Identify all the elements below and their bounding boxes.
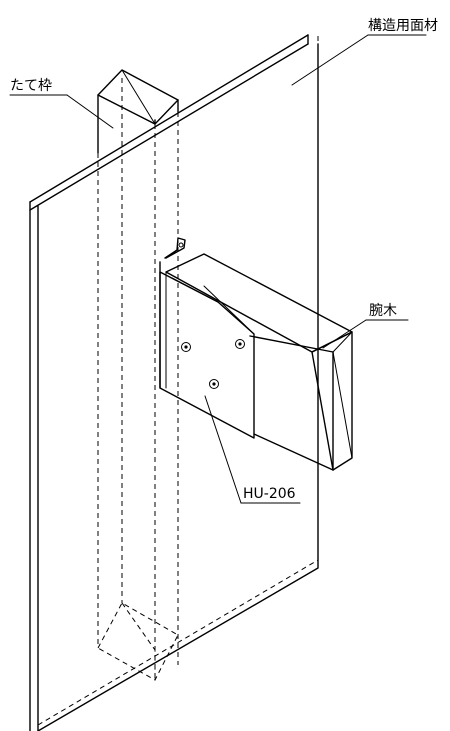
frame-top-diagonal [121,69,156,125]
crossarm-end-top [332,331,353,353]
frame-top-mid [97,94,156,125]
crossarm-end-diag [332,351,353,459]
leader-lines [9,34,427,504]
leader-hardware [204,395,242,504]
frame-bottom-hidden [97,602,179,681]
leader-crossarm [322,319,367,349]
hanger-top-seam-2 [203,285,255,335]
leader-frame [66,94,114,129]
hanger-hole [178,242,184,248]
crossarm-assembly [159,237,353,471]
frame-bottom-diag-hidden [121,602,156,680]
structural-panel [29,34,319,731]
panel-top-thickness [29,43,309,211]
hanger-tab [164,237,186,259]
label-hardware: HU-206 [243,486,296,502]
panel-hidden-bottom [37,559,319,726]
vertical-frame [97,69,179,681]
hanger-top-seam [171,277,219,303]
leader-panel [291,34,369,86]
crossarm-front-top [249,335,334,353]
nail-1 [181,342,191,352]
panel-top-edge [29,34,309,203]
hanger-side-plate [159,271,255,439]
label-vertical-frame: たて枠 [10,78,52,94]
nail-3 [209,379,219,389]
label-crossarm: 腕木 [369,303,397,319]
nail-2 [235,339,245,349]
label-structural-panel: 構造用面材 [368,18,438,34]
crossarm-bottom-edge [253,433,334,471]
